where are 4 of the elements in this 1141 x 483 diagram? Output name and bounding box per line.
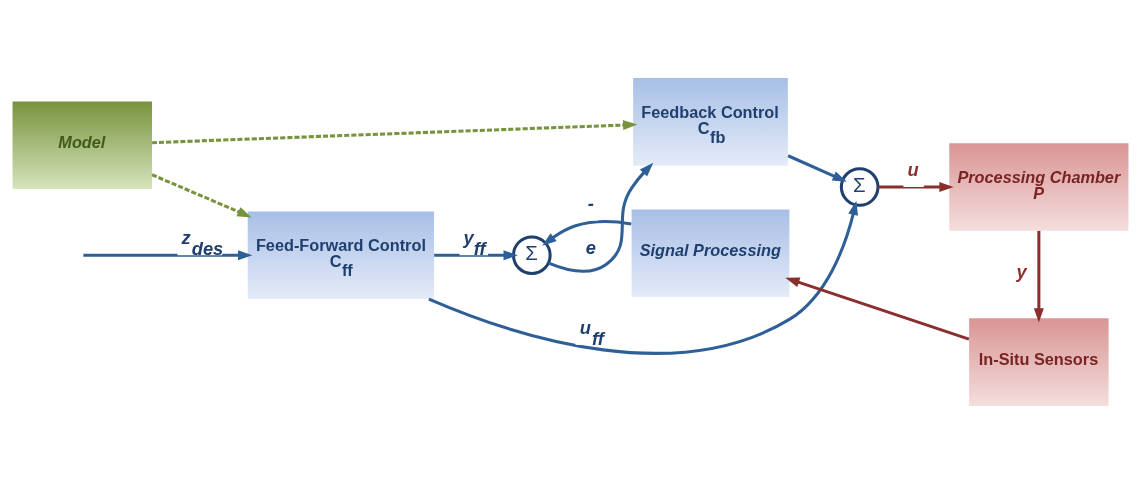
edge-label: u xyxy=(907,158,919,180)
edge-label: e xyxy=(585,236,596,258)
edge-label: y xyxy=(1016,260,1027,282)
edge-label: - xyxy=(587,192,594,214)
